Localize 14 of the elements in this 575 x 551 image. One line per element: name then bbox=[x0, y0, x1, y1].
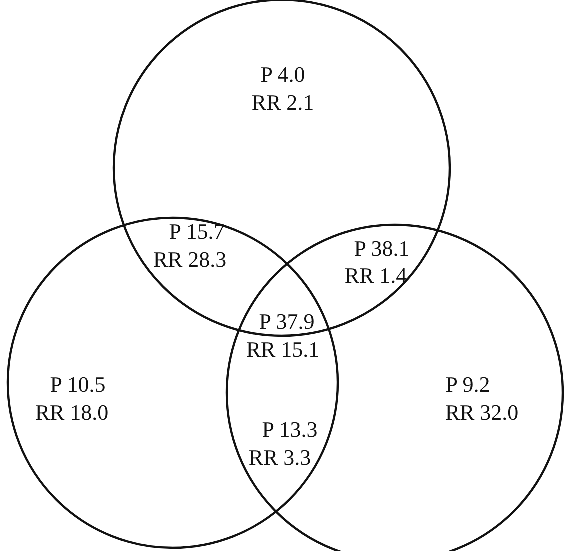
region-label: RR 2.1 bbox=[252, 90, 314, 116]
region-label: RR 28.3 bbox=[153, 247, 227, 273]
region-label: RR 15.1 bbox=[246, 337, 320, 363]
region-label: P 38.1 bbox=[354, 236, 410, 262]
region-label: P 13.3 bbox=[262, 417, 318, 443]
region-label: P 9.2 bbox=[446, 372, 490, 398]
region-label: RR 18.0 bbox=[35, 400, 109, 426]
region-label: P 10.5 bbox=[50, 372, 106, 398]
region-label: P 4.0 bbox=[260, 62, 306, 88]
region-label: RR 1.4 bbox=[344, 263, 408, 289]
region-label: P 37.9 bbox=[259, 309, 315, 335]
region-label: RR 32.0 bbox=[445, 400, 519, 426]
region-label: RR 3.3 bbox=[248, 445, 312, 471]
venn-circle bbox=[7, 217, 339, 549]
